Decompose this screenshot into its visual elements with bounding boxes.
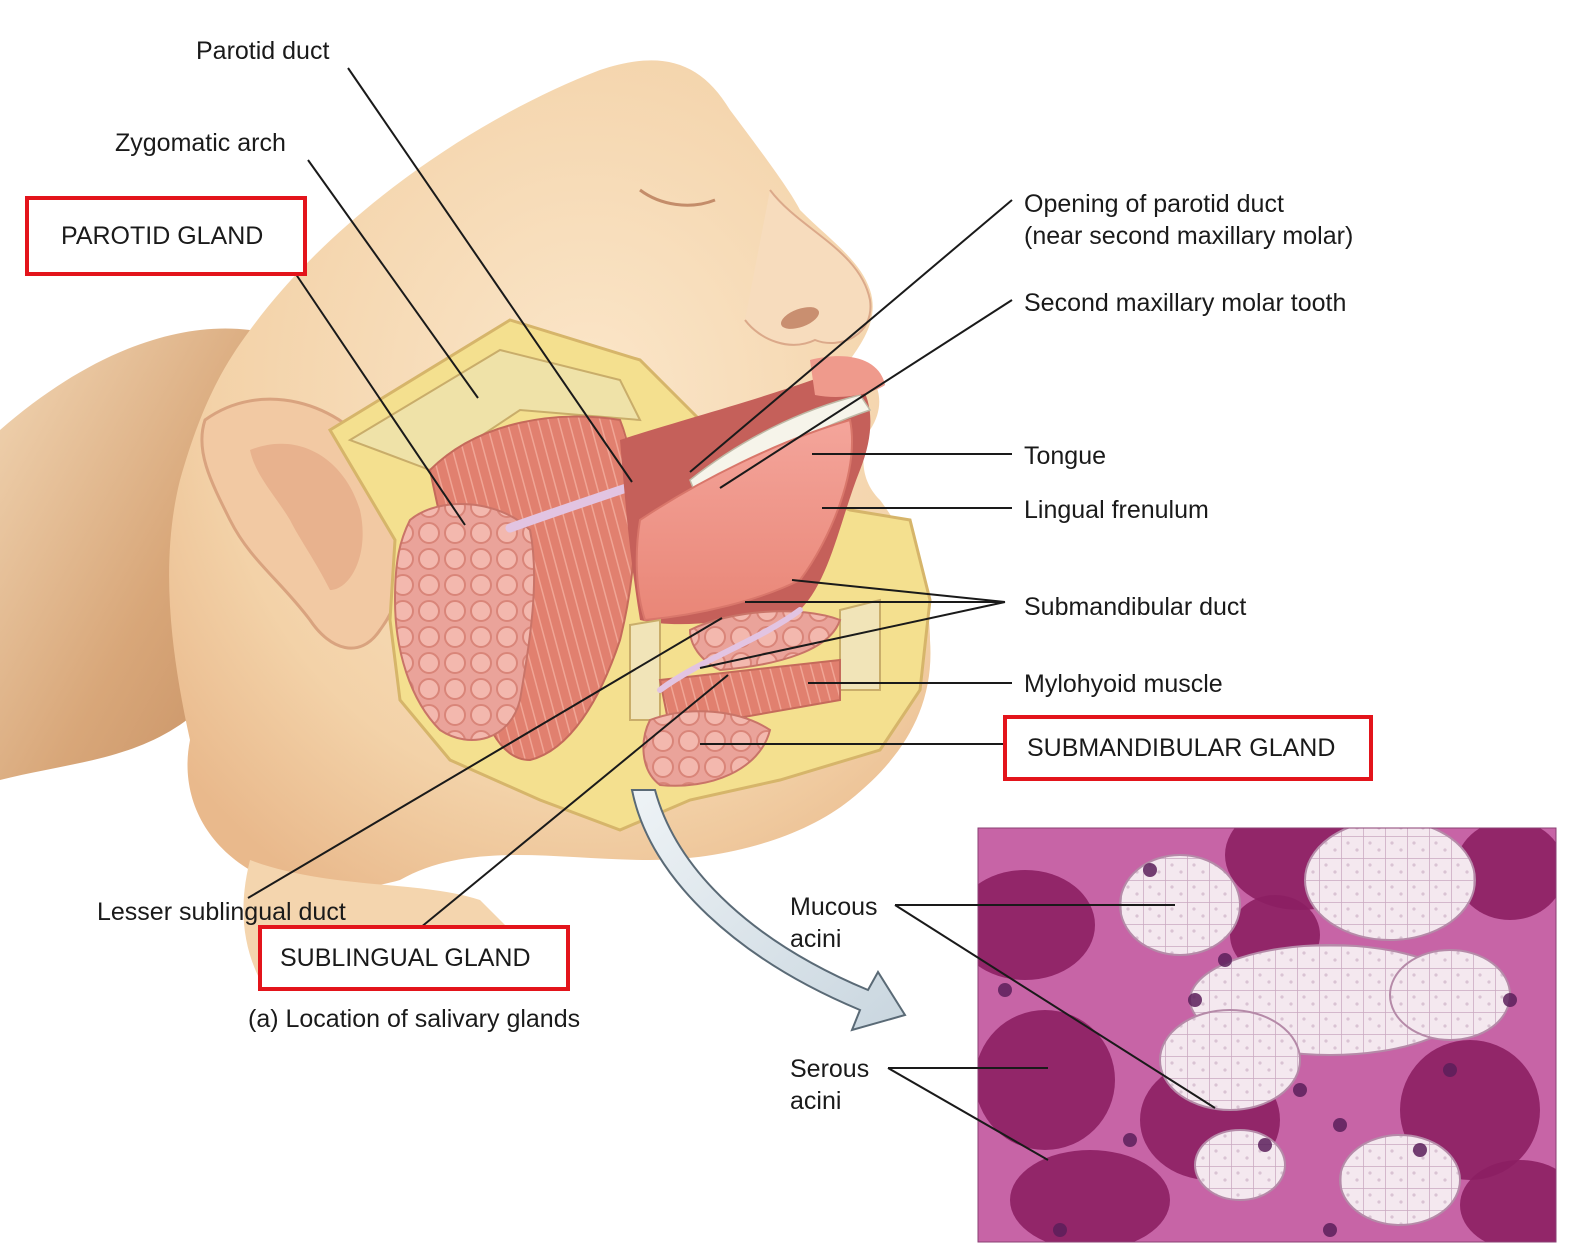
mucous-acinus [1160,1010,1300,1110]
cell-nucleus [1503,993,1517,1007]
mucous-acinus [1305,820,1475,940]
label-serous-acini: Serous acini [790,1053,869,1117]
label-zygomatic-arch: Zygomatic arch [115,127,286,159]
mucous-acinus [1195,1130,1285,1200]
label-lesser-sublingual-duct: Lesser sublingual duct [97,896,346,928]
label-opening-parotid-duct: Opening of parotid duct (near second max… [1024,188,1353,252]
mucous-acinus [1340,1135,1460,1225]
label-parotid-duct: Parotid duct [196,35,329,67]
label-sublingual-gland: SUBLINGUAL GLAND [258,925,570,991]
cell-nucleus [1218,953,1232,967]
cell-nucleus [1333,1118,1347,1132]
figure-caption: (a) Location of salivary glands [248,1003,580,1035]
serous-acinus [955,870,1095,980]
label-mucous-acini-line2: acini [790,923,878,955]
label-opening-parotid-duct-line1: Opening of parotid duct [1024,188,1353,220]
label-submandibular-gland: SUBMANDIBULAR GLAND [1003,715,1373,781]
cell-nucleus [1123,1133,1137,1147]
cell-nucleus [1258,1138,1272,1152]
label-opening-parotid-duct-line2: (near second maxillary molar) [1024,220,1353,252]
cell-nucleus [1323,1223,1337,1237]
label-mucous-acini-line1: Mucous [790,891,878,923]
label-lingual-frenulum: Lingual frenulum [1024,494,1209,526]
cell-nucleus [1143,863,1157,877]
label-serous-acini-line2: acini [790,1085,869,1117]
cell-nucleus [998,983,1012,997]
cell-nucleus [1443,1063,1457,1077]
cell-nucleus [1188,993,1202,1007]
histology-micrograph [955,800,1570,1245]
cell-nucleus [1293,1083,1307,1097]
cell-nucleus [1053,1223,1067,1237]
label-tongue: Tongue [1024,440,1106,472]
label-parotid-gland: PAROTID GLAND [25,196,307,276]
label-mucous-acini: Mucous acini [790,891,878,955]
label-serous-acini-line1: Serous [790,1053,869,1085]
label-submandibular-duct: Submandibular duct [1024,591,1246,623]
label-second-molar: Second maxillary molar tooth [1024,287,1346,319]
cell-nucleus [1413,1143,1427,1157]
mucous-acinus [1390,950,1510,1040]
label-mylohyoid-muscle: Mylohyoid muscle [1024,668,1223,700]
